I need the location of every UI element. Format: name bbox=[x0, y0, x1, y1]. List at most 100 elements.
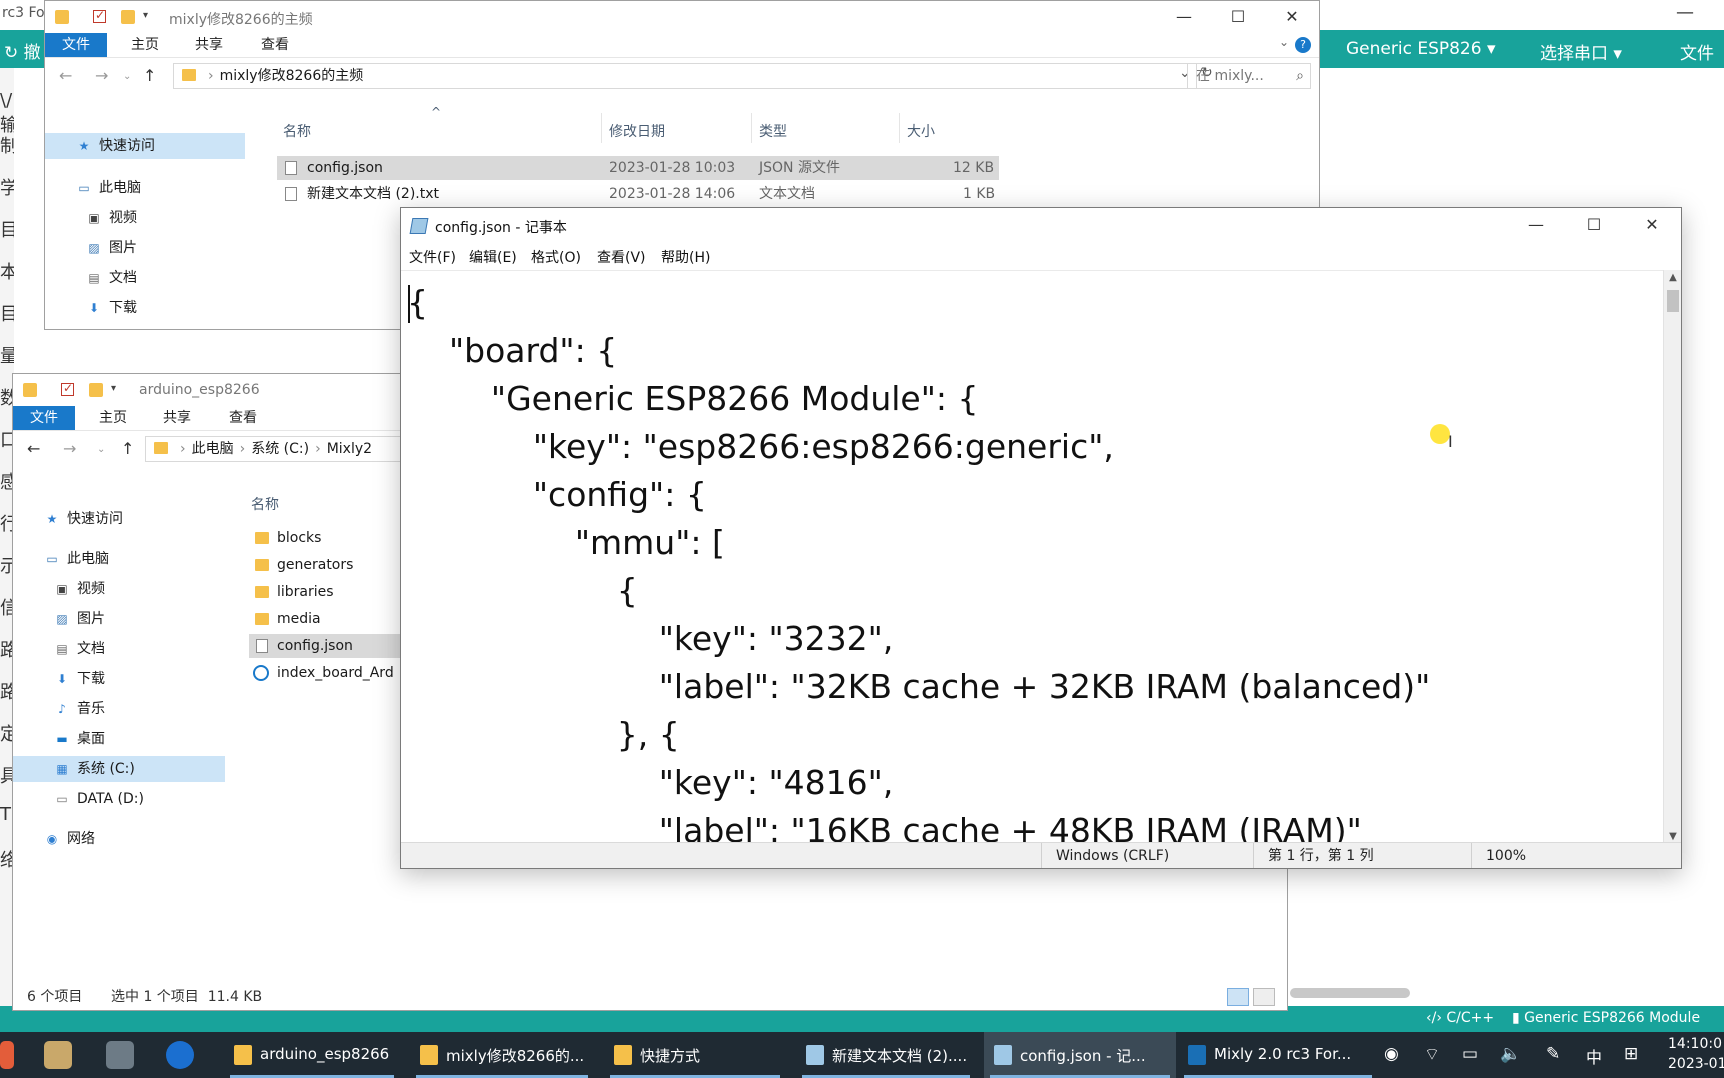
tab-view[interactable]: 查看 bbox=[261, 37, 289, 53]
keyboard-layout-icon[interactable]: ⊞ bbox=[1624, 1044, 1639, 1064]
calculator-icon[interactable] bbox=[106, 1041, 134, 1069]
list-item[interactable]: blocks bbox=[249, 526, 409, 550]
file-row[interactable]: config.json 2023-01-28 10:03 JSON 源文件 12… bbox=[277, 156, 999, 180]
close-button[interactable]: ✕ bbox=[1645, 215, 1659, 234]
category-label[interactable]: 目 bbox=[0, 304, 14, 325]
file-row[interactable]: 新建文本文档 (2).txt 2023-01-28 14:06 文本文档 1 K… bbox=[277, 182, 999, 206]
category-label[interactable]: 制 bbox=[0, 136, 14, 157]
recent-dropdown-icon[interactable]: ⌄ bbox=[97, 444, 106, 455]
nav-item-music[interactable]: ♪音乐 bbox=[13, 696, 225, 722]
help-icon[interactable]: ? bbox=[1295, 37, 1311, 53]
app-tray-icon[interactable]: ◉ bbox=[1384, 1044, 1399, 1064]
tab-home[interactable]: 主页 bbox=[99, 410, 127, 426]
category-label[interactable]: 路 bbox=[0, 682, 14, 703]
nav-item-quick-access[interactable]: ★快速访问 bbox=[13, 506, 225, 532]
search-input[interactable]: 在 mixly... ⌕ bbox=[1187, 63, 1311, 89]
nav-item-documents[interactable]: ▤文档 bbox=[45, 265, 245, 291]
up-arrow-icon[interactable]: ↑ bbox=[121, 439, 135, 458]
tab-file[interactable]: 文件 bbox=[45, 33, 107, 57]
port-select[interactable]: 选择串口 ▾ bbox=[1540, 39, 1622, 64]
taskbar-item[interactable]: 新建文本文档 (2).... bbox=[796, 1032, 976, 1078]
nav-item-videos[interactable]: ▣视频 bbox=[13, 576, 225, 602]
mixly-horizontal-scrollbar[interactable] bbox=[1290, 988, 1410, 998]
nav-item-data-d[interactable]: ▭DATA (D:) bbox=[13, 786, 225, 812]
clock[interactable]: 14:10:0 2023-01 bbox=[1668, 1034, 1724, 1074]
nav-item-desktop[interactable]: ▬桌面 bbox=[13, 726, 225, 752]
category-label[interactable]: 行 bbox=[0, 514, 14, 535]
nav-item-this-pc[interactable]: ▭此电脑 bbox=[45, 175, 245, 201]
new-folder-icon[interactable] bbox=[89, 383, 103, 397]
taskbar-item[interactable]: Mixly 2.0 rc3 For... bbox=[1178, 1032, 1378, 1078]
column-divider[interactable] bbox=[899, 113, 900, 143]
column-header-name[interactable]: 名称 bbox=[251, 497, 279, 513]
category-label[interactable]: 数 bbox=[0, 388, 14, 409]
list-item[interactable]: config.json bbox=[249, 634, 409, 658]
text-editor[interactable]: { "board": { "Generic ESP8266 Module": {… bbox=[401, 270, 1663, 844]
taskbar-item[interactable]: arduino_esp8266 bbox=[224, 1032, 400, 1078]
breadcrumb-segment[interactable]: Mixly2 bbox=[326, 441, 373, 457]
nav-item-videos[interactable]: ▣视频 bbox=[45, 205, 245, 231]
quick-access-dropdown-icon[interactable]: ▾ bbox=[111, 383, 117, 394]
category-label[interactable]: 口 bbox=[0, 430, 14, 451]
nav-item-this-pc[interactable]: ▭此电脑 bbox=[13, 546, 225, 572]
minimize-button[interactable]: — bbox=[1176, 7, 1192, 26]
status-language[interactable]: ‹/› C/C++ bbox=[1426, 1010, 1495, 1026]
tab-home[interactable]: 主页 bbox=[131, 37, 159, 53]
category-label[interactable]: 信 bbox=[0, 598, 14, 619]
scroll-up-icon[interactable]: ▲ bbox=[1669, 272, 1677, 283]
app-icon[interactable] bbox=[0, 1041, 14, 1069]
address-bar[interactable]: ›mixly修改8266的主频 bbox=[173, 63, 1197, 89]
nav-item-documents[interactable]: ▤文档 bbox=[13, 636, 225, 662]
wifi-icon[interactable]: ⌔ bbox=[1424, 1045, 1440, 1065]
new-folder-icon[interactable] bbox=[121, 10, 135, 24]
maximize-button[interactable]: ☐ bbox=[1230, 7, 1246, 26]
scroll-down-icon[interactable]: ▼ bbox=[1669, 831, 1677, 842]
breadcrumb-segment[interactable]: 此电脑 bbox=[191, 441, 234, 457]
browser-icon[interactable] bbox=[166, 1041, 194, 1069]
column-header-date[interactable]: 修改日期 bbox=[609, 124, 665, 140]
category-label[interactable]: TE bbox=[0, 804, 14, 825]
list-item[interactable]: media bbox=[249, 607, 409, 631]
menu-format[interactable]: 格式(O) bbox=[531, 250, 581, 266]
pen-icon[interactable]: ✎ bbox=[1546, 1044, 1561, 1064]
category-label[interactable]: 定 bbox=[0, 724, 14, 745]
category-label[interactable]: 感 bbox=[0, 472, 14, 493]
category-label[interactable]: 本 bbox=[0, 262, 14, 283]
category-label[interactable]: 具 bbox=[0, 766, 14, 787]
refresh-icon[interactable]: ↻ bbox=[1201, 65, 1213, 81]
status-board[interactable]: ▮ Generic ESP8266 Module bbox=[1512, 1010, 1701, 1026]
category-label[interactable]: 量 bbox=[0, 346, 14, 367]
category-label[interactable]: 目 bbox=[0, 220, 14, 241]
nav-item-pictures[interactable]: ▨图片 bbox=[13, 606, 225, 632]
close-button[interactable]: ✕ bbox=[1285, 7, 1299, 26]
menu-view[interactable]: 查看(V) bbox=[597, 250, 646, 266]
quick-access-dropdown-icon[interactable]: ▾ bbox=[143, 10, 149, 21]
list-item[interactable]: index_board_Ard bbox=[249, 661, 409, 685]
menu-edit[interactable]: 编辑(E) bbox=[469, 250, 517, 266]
up-arrow-icon[interactable]: ↑ bbox=[143, 66, 157, 85]
volume-icon[interactable]: 🔈 bbox=[1500, 1044, 1522, 1064]
tab-share[interactable]: 共享 bbox=[195, 37, 223, 53]
back-arrow-icon[interactable]: ← bbox=[27, 439, 41, 458]
nav-item-system-c[interactable]: ▦系统 (C:) bbox=[13, 756, 225, 782]
taskbar-item[interactable]: 快捷方式 bbox=[604, 1032, 786, 1078]
category-label[interactable]: 络 bbox=[0, 850, 14, 871]
taskbar-item[interactable]: mixly修改8266的... bbox=[410, 1032, 594, 1078]
mixly-undo-button[interactable]: ↻ 撤 bbox=[4, 43, 41, 63]
minimize-button[interactable]: — bbox=[1528, 215, 1544, 234]
list-item[interactable]: libraries bbox=[249, 580, 409, 604]
category-label[interactable]: \/输 bbox=[0, 90, 14, 136]
vertical-scrollbar[interactable]: ▲ ▼ bbox=[1663, 270, 1681, 844]
nav-item-downloads[interactable]: ⬇下载 bbox=[13, 666, 225, 692]
scroll-thumb[interactable] bbox=[1667, 290, 1679, 312]
back-arrow-icon[interactable]: ← bbox=[59, 66, 73, 85]
tab-file[interactable]: 文件 bbox=[13, 406, 75, 430]
menu-file[interactable]: 文件(F) bbox=[409, 250, 456, 266]
nav-item-network[interactable]: ◉网络 bbox=[13, 826, 225, 852]
breadcrumb-segment[interactable]: mixly修改8266的主频 bbox=[219, 68, 364, 84]
ribbon-expand-icon[interactable]: ⌄ bbox=[1278, 35, 1289, 49]
board-select[interactable]: Generic ESP826 ▾ bbox=[1346, 39, 1496, 59]
tab-share[interactable]: 共享 bbox=[163, 410, 191, 426]
nav-item-quick-access[interactable]: ★快速访问 bbox=[45, 133, 245, 159]
column-divider[interactable] bbox=[601, 113, 602, 143]
